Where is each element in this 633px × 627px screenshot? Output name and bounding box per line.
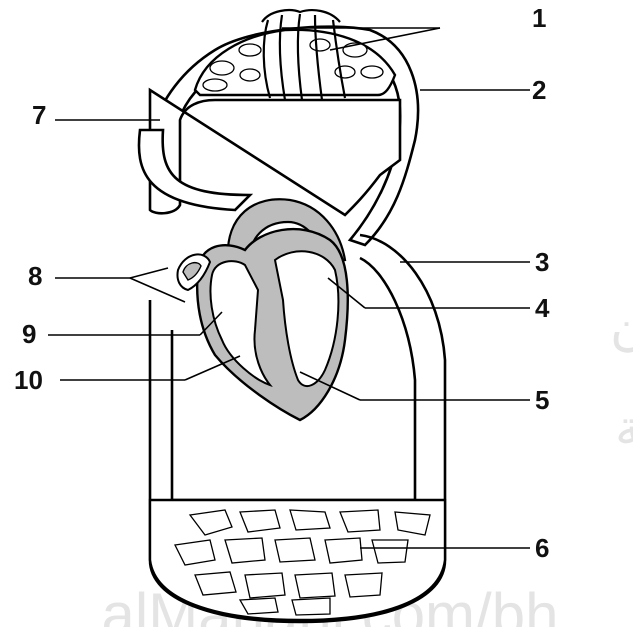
watermark-line2: موقع المناهج البحرينية (615, 399, 633, 458)
label-10: 10 (14, 365, 43, 395)
label-5: 5 (535, 385, 549, 415)
label-6: 6 (535, 533, 549, 563)
lung-capillaries (195, 10, 395, 100)
label-1: 1 (532, 3, 546, 33)
body-capillaries (150, 500, 445, 620)
label-4: 4 (535, 293, 550, 323)
label-7: 7 (32, 100, 46, 130)
label-3: 3 (535, 247, 549, 277)
label-9: 9 (22, 319, 36, 349)
watermark-line1: تم تحميل هذا الملف من (610, 293, 633, 353)
label-2: 2 (532, 75, 546, 105)
label-8: 8 (28, 261, 42, 291)
heart (177, 199, 347, 420)
